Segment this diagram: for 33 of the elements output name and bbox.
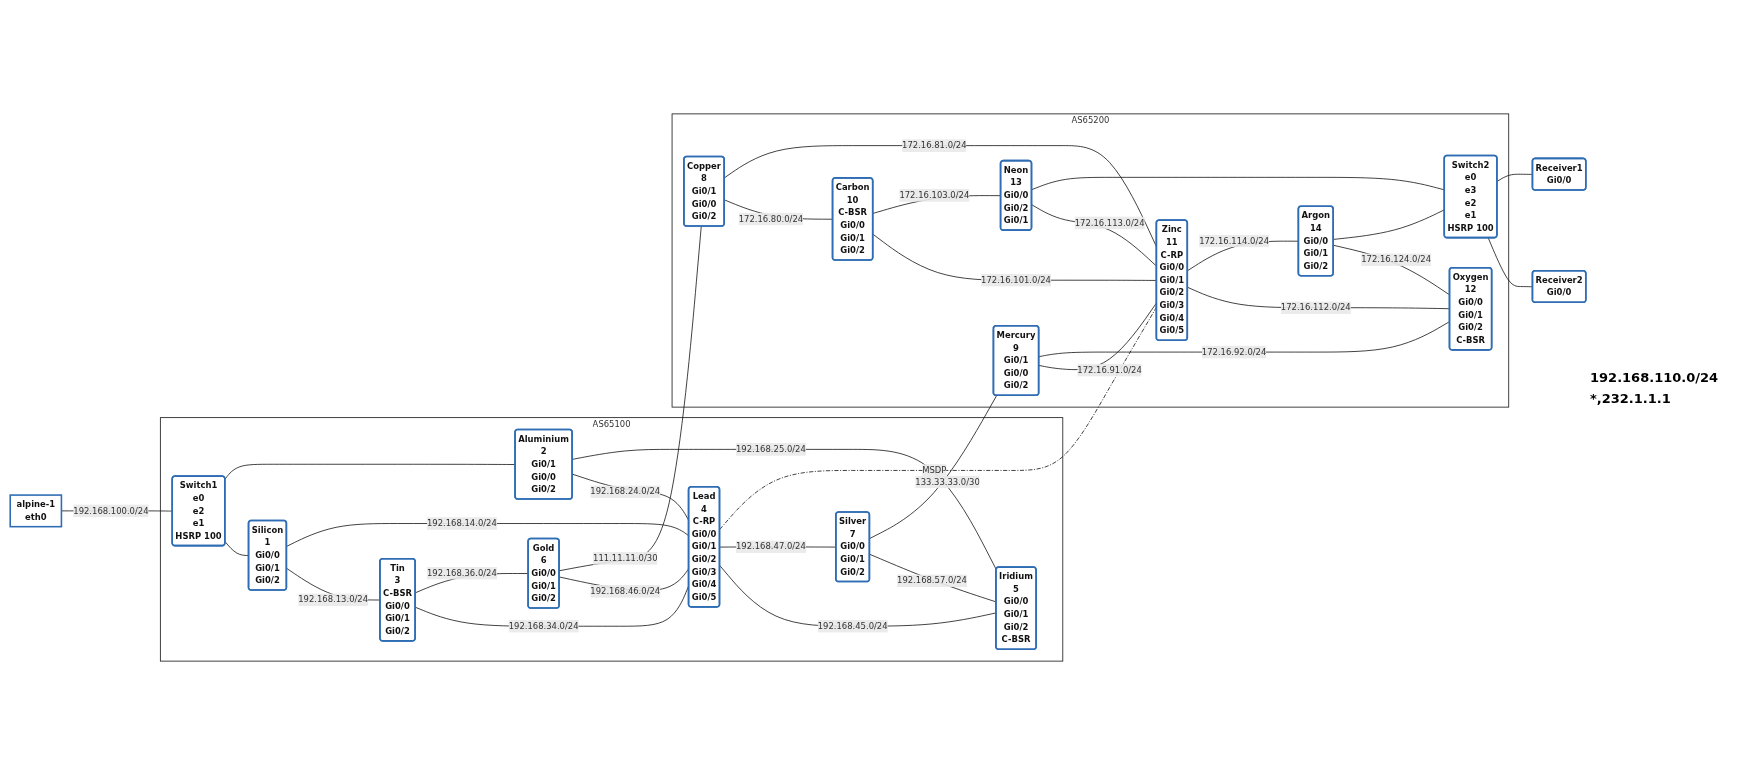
connector [1031,204,1157,267]
edge-label: 172.16.113.0/24 [1074,217,1145,228]
edge-label: 172.16.112.0/24 [1280,302,1351,313]
edge-label: MSDP [922,465,947,476]
connector [224,463,516,480]
edge-label: 192.168.46.0/24 [590,586,661,597]
connector [1333,209,1445,240]
connector [869,395,998,539]
edge-label: 192.168.47.0/24 [736,541,806,552]
connector [1031,176,1445,191]
edge-label: 192.168.34.0/24 [508,620,579,631]
edge-label: 172.16.114.0/24 [1199,235,1269,246]
edge-label: 111.11.11.0/30 [593,553,658,564]
edge-label: 172.16.92.0/24 [1201,346,1267,357]
edge-label: 172.16.101.0/24 [981,274,1051,285]
note-text: *,232.1.1.1 [1590,390,1672,406]
edge-label: 192.168.57.0/24 [897,575,967,586]
note-text: 192.168.110.0/24 [1590,369,1720,385]
edge-label: 192.168.100.0/24 [73,505,149,516]
edge-label: 192.168.36.0/24 [426,568,497,579]
edge-label: 172.16.124.0/24 [1361,254,1432,265]
edge-label: 172.16.91.0/24 [1077,364,1142,375]
edge-label: 172.16.80.0/24 [738,213,804,224]
node-box: alpine-1 eth0 [9,494,63,528]
edge-label: 192.168.24.0/24 [590,486,661,497]
edge-label: 172.16.81.0/24 [902,140,967,151]
connector [572,449,997,570]
edge-label: 192.168.13.0/24 [298,594,369,605]
edge-label: 133.33.33.0/30 [915,476,980,487]
edge-label: 192.168.14.0/24 [426,518,497,529]
edge-label: 192.168.45.0/24 [817,620,888,631]
edge-label: 192.168.25.0/24 [736,444,806,455]
edge-label: 172.16.103.0/24 [899,190,970,201]
